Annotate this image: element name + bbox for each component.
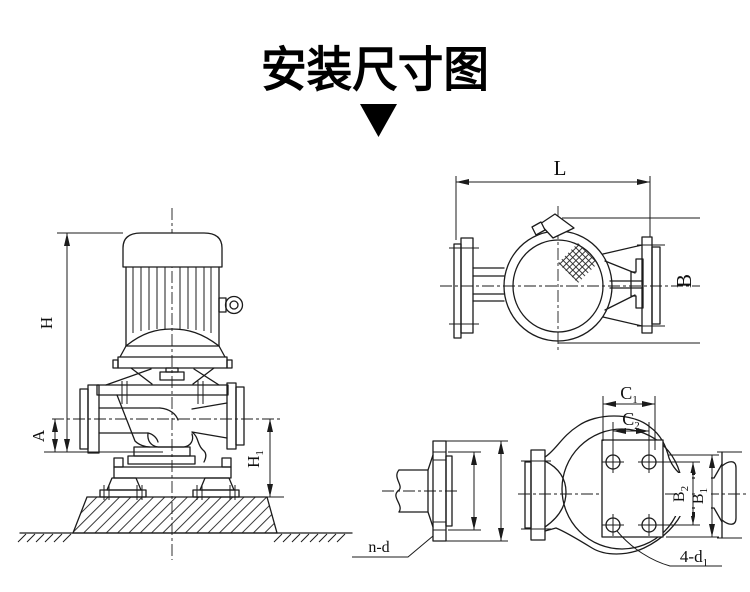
dim-label-b: B [672,274,696,288]
eye-bolt-icon [218,295,244,315]
page-title: 安装尺寸图 [261,44,489,97]
knurl-patch [558,243,598,283]
dim-label-l: L [554,156,567,180]
dim-label-c2: C2 [622,409,640,432]
dim-label-c1: C1 [620,383,638,406]
foundation-block [72,496,278,534]
front-elevation-view: H A H1 [17,208,353,560]
dim-label-h: H [37,317,56,329]
dim-label-a: A [29,429,48,442]
terminal-box [539,213,575,239]
flange-detail-view: n-d [352,440,508,558]
bolt-note-nd: n-d [368,539,389,556]
dim-label-b2: B2 [671,486,691,502]
top-plan-view: L B [440,156,700,352]
dim-label-h1: H1 [244,450,266,468]
mounting-pad [601,439,664,538]
dim-label-b1: B1 [690,488,710,504]
bottom-plan-view: C1 C2 B2 B1 4-d1 [518,383,748,569]
bolt-note-4d1: 4-d1 [680,547,708,569]
down-triangle-icon [360,104,397,137]
